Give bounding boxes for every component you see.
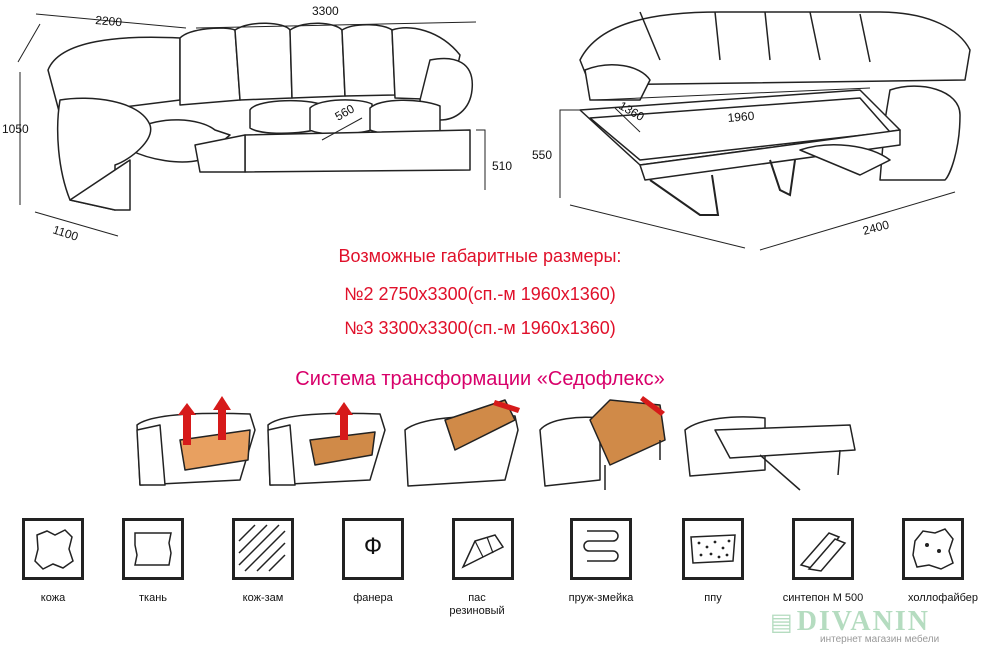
material-label: пруж-змейка	[568, 592, 634, 604]
dim-1960: 1960	[727, 109, 755, 125]
dim-1050: 1050	[2, 122, 29, 136]
serpentine-spring-icon	[570, 518, 632, 580]
material-label: холлофайбер	[907, 592, 979, 604]
step-2	[267, 412, 386, 486]
divanin-logo: ▤DIVANIN интернет магазин мебели	[770, 606, 939, 645]
plywood-icon: Ф	[342, 518, 404, 580]
ppu-foam-icon	[682, 518, 744, 580]
dim-3300: 3300	[312, 4, 339, 18]
fabric-icon	[122, 518, 184, 580]
material-label: кож-зам	[242, 592, 284, 604]
dim-550: 550	[532, 148, 552, 162]
material-label: кожа	[40, 592, 66, 604]
step-5	[684, 416, 856, 491]
step-3	[404, 399, 519, 487]
plywood-symbol: Ф	[363, 533, 383, 560]
arrow-up-icon	[178, 403, 196, 445]
dim-2200: 2200	[95, 13, 123, 29]
system-title: Система трансформации «Седофлекс»	[295, 368, 665, 390]
material-label: ткань	[138, 592, 167, 604]
logo-name: DIVANIN	[796, 606, 930, 637]
step-4	[539, 399, 666, 490]
dim-510: 510	[492, 159, 512, 173]
hollofiber-icon	[902, 518, 964, 580]
material-label: пас резиновый	[449, 592, 505, 617]
arrow-right-icon	[493, 400, 520, 413]
faux-leather-icon	[232, 518, 294, 580]
dim-2400: 2400	[861, 217, 891, 238]
step-1	[136, 412, 256, 486]
sintepon-icon	[792, 518, 854, 580]
rubber-belt-icon	[452, 518, 514, 580]
size-option-2: №2 2750х3300(сп.-м 1960х1360)	[344, 284, 616, 304]
arrow-up-icon	[213, 396, 231, 440]
leather-icon	[22, 518, 84, 580]
material-label: синтепон М 500	[782, 592, 864, 604]
material-label: ппу	[704, 592, 722, 604]
logo-mark: ▤	[770, 610, 793, 636]
size-option-3: №3 3300х3300(сп.-м 1960х1360)	[344, 318, 616, 338]
logo-tagline: интернет магазин мебели	[820, 634, 940, 645]
arrow-up-icon	[335, 402, 353, 440]
arrow-right-icon	[640, 396, 665, 416]
material-label: фанера	[353, 592, 393, 604]
sizes-title: Возможные габаритные размеры:	[338, 246, 622, 266]
